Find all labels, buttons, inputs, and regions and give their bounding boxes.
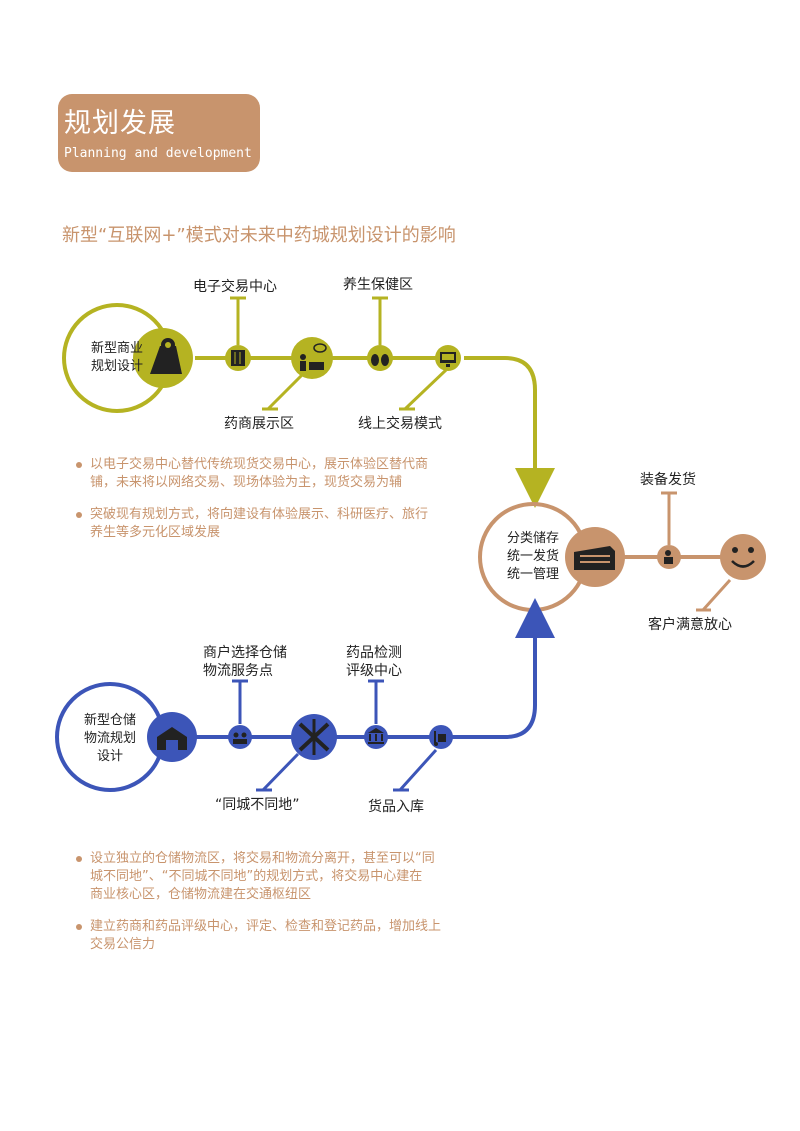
bottom-arrow-path (452, 598, 555, 739)
bullet-item: 以电子交易中心替代传统现货交易中心，展示体验区替代商 铺，未来将以网络交易、现场… (76, 456, 456, 492)
bottom-start-node-label: 新型仓储 物流规划 设计 (83, 713, 136, 764)
stub-showroom (266, 370, 307, 411)
stub-storage (398, 748, 438, 792)
smiley-icon (720, 534, 766, 580)
label-showroom: 药商展示区 (224, 416, 294, 432)
bottom-bullet-list: 设立独立的仓储物流区，将交易和物流分离开，甚至可以“同 城不同地”、“不同城不同… (76, 850, 466, 968)
label-storage-in: 货品入库 (368, 799, 424, 815)
stub-satisfied (701, 578, 732, 612)
label-e-trade-center: 电子交易中心 (193, 279, 277, 295)
label-same-city: “同城不同地” (215, 797, 300, 813)
bullet-item: 设立独立的仓储物流区，将交易和物流分离开，甚至可以“同 城不同地”、“不同城不同… (76, 850, 466, 904)
page-title: 规划发展 (64, 108, 176, 139)
top-arrow-path (464, 356, 555, 508)
label-health-zone: 养生保健区 (343, 277, 413, 293)
label-merchant-logistics: 商户选择仓储 物流服务点 (203, 645, 287, 679)
label-customer-satisfied: 客户满意放心 (648, 617, 732, 633)
page-subtitle: Planning and development (64, 146, 252, 161)
bullet-item: 建立药商和药品评级中心，评定、检查和登记药品，增加线上 交易公信力 (76, 918, 466, 954)
right-center-node-label: 分类储存 统一发货 统一管理 (506, 531, 559, 582)
stub-online (403, 368, 448, 411)
bottom-flow (55, 598, 555, 792)
top-flow (62, 296, 555, 508)
stub-same-city (261, 752, 300, 792)
exhibition-icon (291, 337, 333, 379)
people-icon (228, 725, 252, 749)
section-title: 新型“互联网+”模式对未来中药城规划设计的影响 (62, 225, 456, 246)
label-shipping: 装备发货 (640, 472, 696, 488)
label-drug-inspection: 药品检测 评级中心 (346, 645, 402, 679)
header-banner (58, 94, 260, 172)
lungs-icon (367, 345, 393, 371)
bullet-item: 突破现有规划方式，将向建设有体验展示、科研医疗、旅行 养生等多元化区域发展 (76, 506, 456, 542)
label-online-mode: 线上交易模式 (358, 416, 442, 432)
top-bullet-list: 以电子交易中心替代传统现货交易中心，展示体验区替代商 铺，未来将以网络交易、现场… (76, 456, 456, 556)
top-start-node-label: 新型商业 规划设计 (90, 341, 143, 374)
